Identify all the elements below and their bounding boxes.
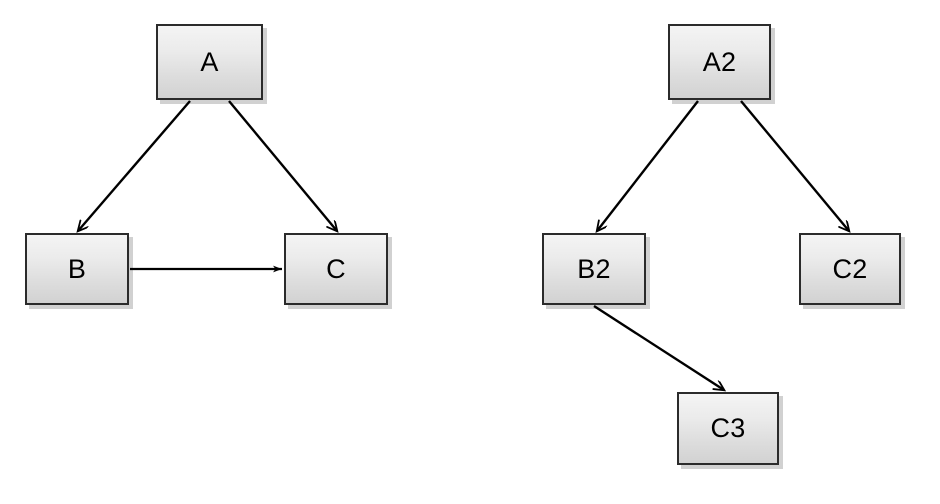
edge-a-to-c[interactable] [228, 100, 337, 231]
node-c[interactable]: C [284, 233, 388, 305]
edge-a2-to-b2[interactable] [597, 100, 699, 231]
edges-group [78, 100, 849, 390]
edge-b2-to-c3[interactable] [593, 304, 724, 390]
node-c3[interactable]: C3 [677, 392, 779, 465]
edge-a-to-b[interactable] [78, 100, 191, 231]
node-a[interactable]: A [156, 24, 263, 100]
node-label: C2 [832, 253, 868, 284]
node-label: B2 [577, 253, 611, 284]
node-a2[interactable]: A2 [668, 24, 771, 100]
node-label: B [67, 253, 87, 284]
node-label: C3 [710, 413, 746, 443]
node-b2[interactable]: B2 [542, 233, 646, 305]
node-c2[interactable]: C2 [799, 233, 901, 305]
node-b[interactable]: B [25, 233, 129, 305]
edge-a2-to-c2[interactable] [740, 100, 849, 231]
node-label: A2 [702, 46, 737, 77]
node-label: C [326, 253, 346, 284]
node-label: A [200, 46, 219, 77]
